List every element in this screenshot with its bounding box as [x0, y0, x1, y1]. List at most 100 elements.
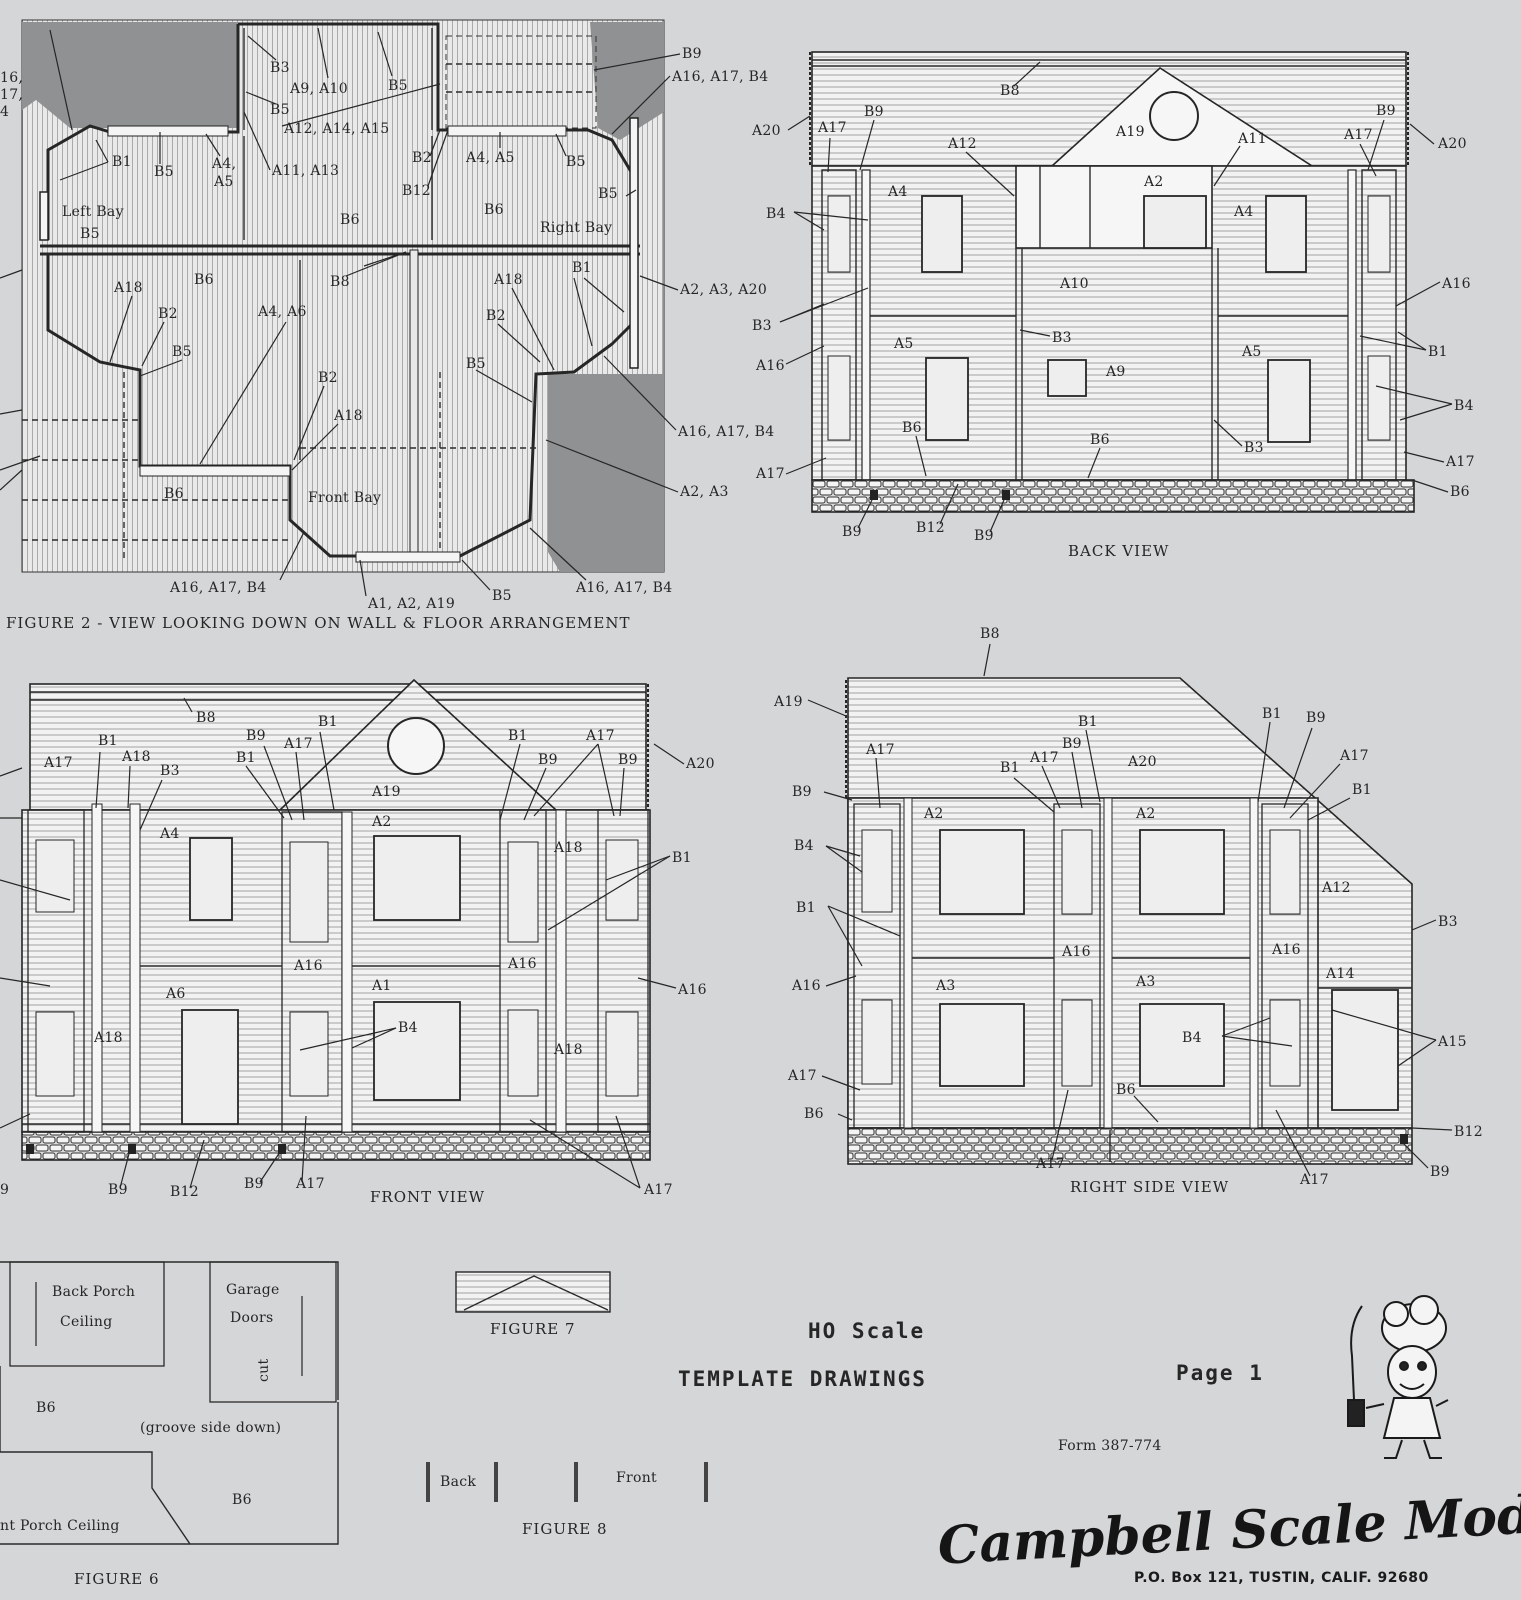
plan-label: A2, A3, A20 [679, 282, 767, 298]
front-label: A1 [371, 978, 392, 994]
front-label: A17 [643, 1182, 673, 1198]
right-label: A3 [935, 978, 956, 994]
front-label: B9 [538, 752, 558, 768]
front-view-caption: FRONT VIEW [370, 1188, 485, 1206]
front-label: A17 [585, 728, 615, 744]
plan-wall-lower [46, 254, 638, 558]
plan-label: B5 [388, 78, 408, 94]
plan-label-cut: 16,17,4 [0, 70, 23, 120]
page-number: Page 1 [1176, 1361, 1264, 1385]
front-label: 9 [0, 1182, 9, 1198]
front-label: A18 [553, 1042, 583, 1058]
front-label: A17 [283, 736, 313, 752]
plan-label: A1, A2, A19 [367, 596, 455, 612]
right-label: A17 [787, 1068, 817, 1084]
right-label: B12 [1454, 1124, 1483, 1140]
front-label: A2 [371, 814, 392, 830]
right-label: B6 [804, 1106, 824, 1122]
back-label: A4 [1233, 204, 1254, 220]
front-label: B9 [618, 752, 638, 768]
front-label: A20 [685, 756, 715, 772]
right-label: A17 [1339, 748, 1369, 764]
plan-label: B8 [330, 274, 350, 290]
front-label: A19 [371, 784, 401, 800]
back-label: B9 [1376, 103, 1396, 119]
room-right-bay: Right Bay [540, 220, 612, 236]
right-label: A20 [1127, 754, 1157, 770]
plan-label: B2 [486, 308, 506, 324]
back-label: A17 [1445, 454, 1475, 470]
back-label: A5 [893, 336, 914, 352]
plan-label: B5 [172, 344, 192, 360]
back-round-window [1149, 91, 1199, 141]
front-label: B1 [672, 850, 692, 866]
plan-label: B5 [154, 164, 174, 180]
plan-label: B5 [466, 356, 486, 372]
back-label: A11 [1237, 131, 1267, 147]
front-door [181, 1009, 239, 1125]
front-round-window [387, 717, 445, 775]
brand-name: Campbell Scale Models [936, 1480, 1521, 1576]
plan-label: B1 [572, 260, 592, 276]
front-label: A6 [165, 986, 186, 1002]
back-label: A17 [1343, 127, 1373, 143]
back-label: B4 [766, 206, 786, 222]
plan-label: A4, A6 [257, 304, 307, 320]
right-label: B6 [1116, 1082, 1136, 1098]
figure-8: Back Front FIGURE 8 [426, 1462, 708, 1538]
figure-6-ceiling-templates: Back Porch Ceiling Garage Doors cut B6 (… [0, 1261, 339, 1588]
back-label: B12 [916, 520, 945, 536]
back-foundation [811, 479, 1415, 513]
front-label: B1 [508, 728, 528, 744]
garage-door [1331, 989, 1399, 1111]
back-label: A16 [755, 358, 785, 374]
plan-label: A5 [213, 174, 234, 190]
plan-corner-topleft [36, 22, 238, 128]
right-label: A17 [1035, 1156, 1065, 1172]
plan-label: A11, A13 [271, 163, 339, 179]
right-label: A3 [1135, 974, 1156, 990]
plan-label: A16, A17, B4 [169, 580, 266, 596]
front-label: A18 [93, 1030, 123, 1046]
plan-label: A12, A14, A15 [283, 121, 389, 137]
plan-label: B9 [682, 46, 702, 62]
room-front-bay: Front Bay [308, 490, 381, 506]
back-view-caption: BACK VIEW [1068, 542, 1169, 560]
plan-label: B1 [112, 154, 132, 170]
plan-label: A18 [493, 272, 523, 288]
plan-label: B6 [194, 272, 214, 288]
back-label: B4 [1454, 398, 1474, 414]
drawing-title: TEMPLATE DRAWINGS [678, 1367, 927, 1391]
figure-2-plan: Left Bay Right Bay Front Bay B3 A9, A10 … [0, 19, 774, 632]
front-label: B3 [160, 763, 180, 779]
right-view-caption: RIGHT SIDE VIEW [1070, 1178, 1229, 1196]
brand-block: Campbell Scale Models P.O. Box 121, TUST… [936, 1480, 1521, 1586]
right-foundation [847, 1127, 1413, 1165]
fig6-garage: Garage [226, 1282, 280, 1298]
right-label: B8 [980, 626, 1000, 642]
front-label: B12 [170, 1184, 199, 1200]
front-label: A16 [507, 956, 537, 972]
front-label: A18 [553, 840, 583, 856]
plan-label: A4, A5 [465, 150, 515, 166]
plan-label: B3 [270, 60, 290, 76]
plan-label: A4, [211, 156, 236, 172]
front-label: B1 [236, 750, 256, 766]
back-label: A5 [1241, 344, 1262, 360]
figure-7: FIGURE 7 [455, 1271, 611, 1338]
right-label: B9 [1430, 1164, 1450, 1180]
right-label: B4 [794, 838, 814, 854]
plan-corner-topright [590, 22, 664, 140]
plan-label: B6 [484, 202, 504, 218]
plan-corner-bottomright [548, 374, 664, 572]
back-label: A2 [1143, 174, 1164, 190]
back-label: A9 [1105, 364, 1126, 380]
back-view-elevation: B8 B9 A20 A17 A19 A12 A11 B9 A17 A20 A2 … [751, 51, 1475, 560]
back-label: A20 [751, 123, 781, 139]
front-label: A4 [159, 826, 180, 842]
back-label: B3 [1244, 440, 1264, 456]
right-label: B9 [1062, 736, 1082, 752]
right-label: A16 [791, 978, 821, 994]
back-label: A10 [1059, 276, 1089, 292]
